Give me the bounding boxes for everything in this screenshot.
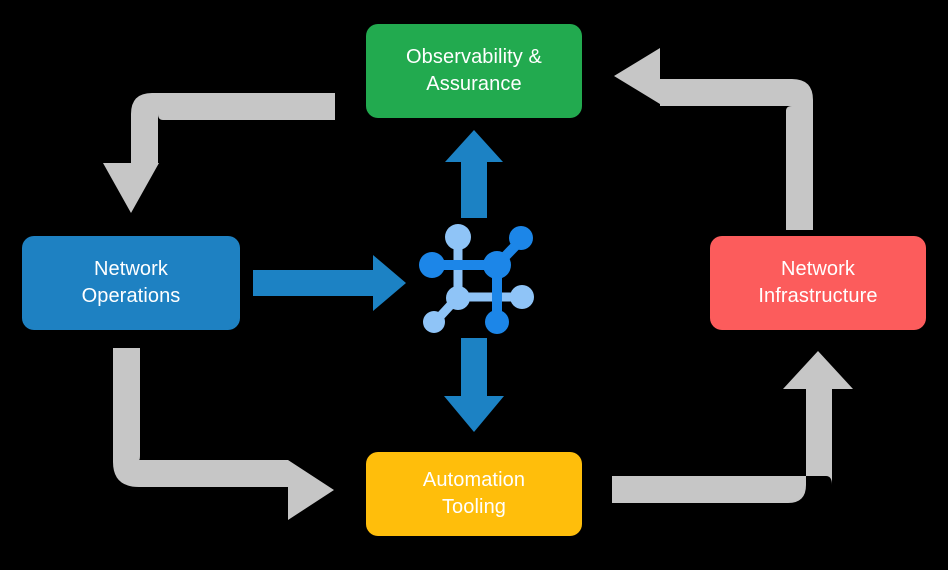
node-left-dark [419, 252, 445, 278]
arrow-center-to-observability [445, 130, 503, 218]
arrow-operations-to-automation [113, 348, 334, 520]
arrow-infrastructure-to-observability [614, 48, 813, 230]
node-topright-dark [509, 226, 533, 250]
node-box-automation[interactable]: Automation Tooling [366, 452, 582, 536]
node-label-automation: Automation Tooling [422, 469, 526, 518]
node-box-infrastructure[interactable]: Network Infrastructure [710, 236, 926, 330]
node-box-operations[interactable]: Network Operations [22, 236, 240, 330]
node-bottom-dark [485, 310, 509, 334]
arrow-center-to-automation [444, 338, 504, 432]
network-icon-nodes [419, 224, 534, 334]
node-label-observability: Observability & Assurance [406, 46, 542, 95]
node-lowerleft-light [446, 286, 470, 310]
node-label-operations: Network Operations [81, 258, 181, 307]
arrow-observability-to-operations [103, 57, 335, 213]
node-box-observability[interactable]: Observability & Assurance [366, 24, 582, 118]
node-bottomleft-light [423, 311, 445, 333]
node-hub-dark [483, 251, 511, 279]
arrow-operations-to-center [253, 255, 406, 311]
network-icon-edges [431, 236, 525, 326]
node-top-light [445, 224, 471, 250]
arrow-automation-to-infrastructure [612, 351, 853, 503]
node-label-infrastructure: Network Infrastructure [758, 258, 878, 307]
node-right-light [510, 285, 534, 309]
